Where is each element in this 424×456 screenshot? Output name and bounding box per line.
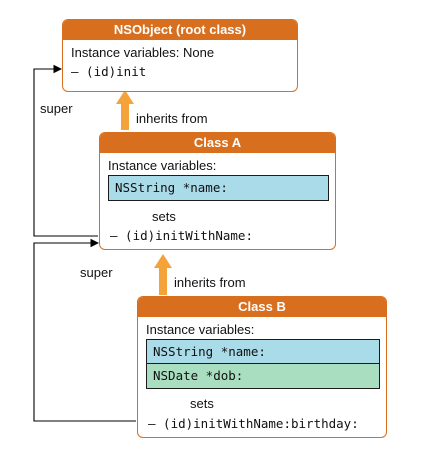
class-b-title: Class B [138, 297, 386, 317]
class-a-sets-label: sets [152, 209, 176, 224]
nsobject-title: NSObject (root class) [63, 20, 297, 40]
class-a-init-method: – (id)initWithName: [110, 228, 253, 243]
inherits-arrow-a-to-nsobject [116, 90, 134, 130]
nsobject-ivars-label: Instance variables: None [71, 45, 215, 60]
class-b-box: Class B Instance variables: NSString *na… [137, 296, 387, 438]
class-b-ivar-name: NSString *name: [146, 339, 380, 365]
class-a-ivar-name: NSString *name: [108, 175, 329, 201]
class-a-ivars-label: Instance variables: [108, 158, 217, 173]
class-b-ivar-dob: NSDate *dob: [146, 363, 380, 389]
super-label-2: super [80, 265, 113, 280]
inherits-from-label-2: inherits from [174, 275, 246, 290]
class-a-box: Class A Instance variables: NSString *na… [99, 132, 336, 250]
super-label-1: super [40, 101, 73, 116]
nsobject-box: NSObject (root class) Instance variables… [62, 19, 298, 92]
nsobject-init-method: – (id)init [71, 64, 147, 79]
class-b-sets-label: sets [190, 396, 214, 411]
class-a-title: Class A [100, 133, 335, 153]
inherits-from-label-1: inherits from [136, 111, 208, 126]
super-arrow-a [33, 64, 98, 237]
class-b-init-method: – (id)initWithName:birthday: [148, 416, 359, 431]
inherits-arrow-b-to-a [154, 254, 172, 295]
class-b-ivars-label: Instance variables: [146, 322, 255, 337]
